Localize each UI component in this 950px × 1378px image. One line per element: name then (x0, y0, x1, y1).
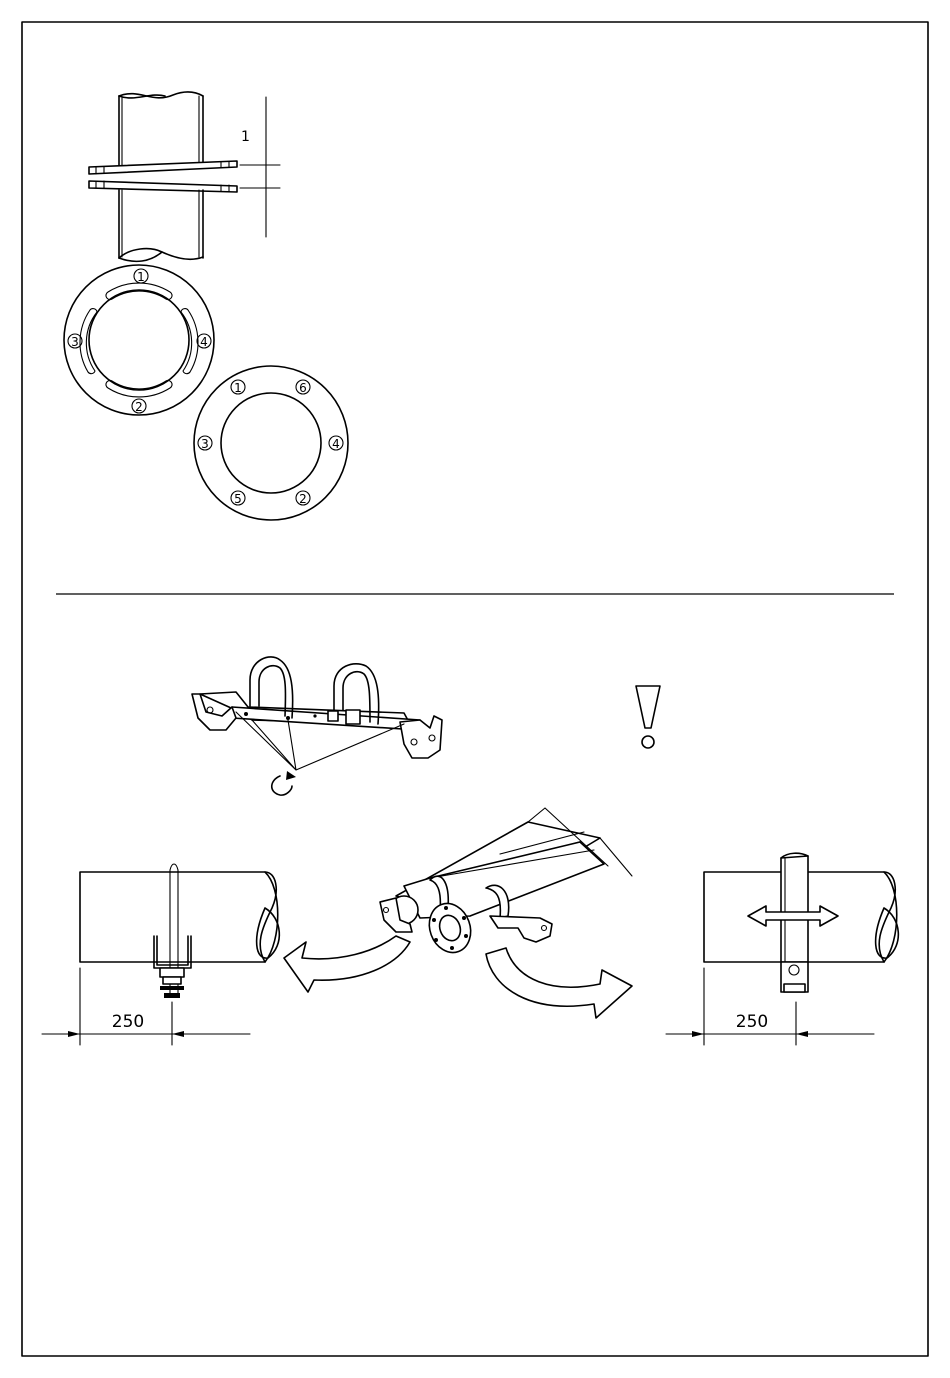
bolt-flange-label-1: 1 (234, 381, 242, 395)
left-distance-dimension: 250 (42, 968, 250, 1045)
shim-dimension-label: 1 (241, 129, 250, 145)
bolt-flange-label-5: 5 (234, 492, 242, 506)
pipe-flange-side-view (89, 92, 237, 261)
bolt-flange-label-6: 6 (299, 381, 307, 395)
right-distance-label: 250 (736, 1012, 768, 1032)
pipe-with-strap-right (704, 853, 898, 992)
bolt-flange-label-2: 2 (299, 492, 307, 506)
pipe-assembly-perspective (380, 808, 632, 958)
curved-arrow-right (486, 948, 632, 1018)
curved-arrow-left (284, 936, 410, 992)
left-distance-label: 250 (112, 1012, 144, 1032)
slotted-flange-label-1: 1 (137, 270, 145, 284)
support-bracket-with-u-bolts (192, 657, 442, 795)
warning-symbol: ! (0, 0, 660, 748)
slotted-flange-label-4: 4 (200, 335, 208, 349)
pipe-with-u-bolt-left (80, 864, 279, 998)
slotted-flange: 1 2 3 4 (64, 265, 214, 415)
slotted-flange-label-3: 3 (71, 335, 79, 349)
page-frame (22, 22, 928, 1356)
right-distance-dimension: 250 (666, 968, 874, 1045)
slotted-flange-label-2: 2 (135, 400, 143, 414)
bolt-flange: 1 6 3 4 5 2 (194, 366, 348, 520)
bolt-flange-label-4: 4 (332, 437, 340, 451)
shim-dimension: 1 (240, 97, 280, 237)
bolt-flange-label-3: 3 (201, 437, 209, 451)
